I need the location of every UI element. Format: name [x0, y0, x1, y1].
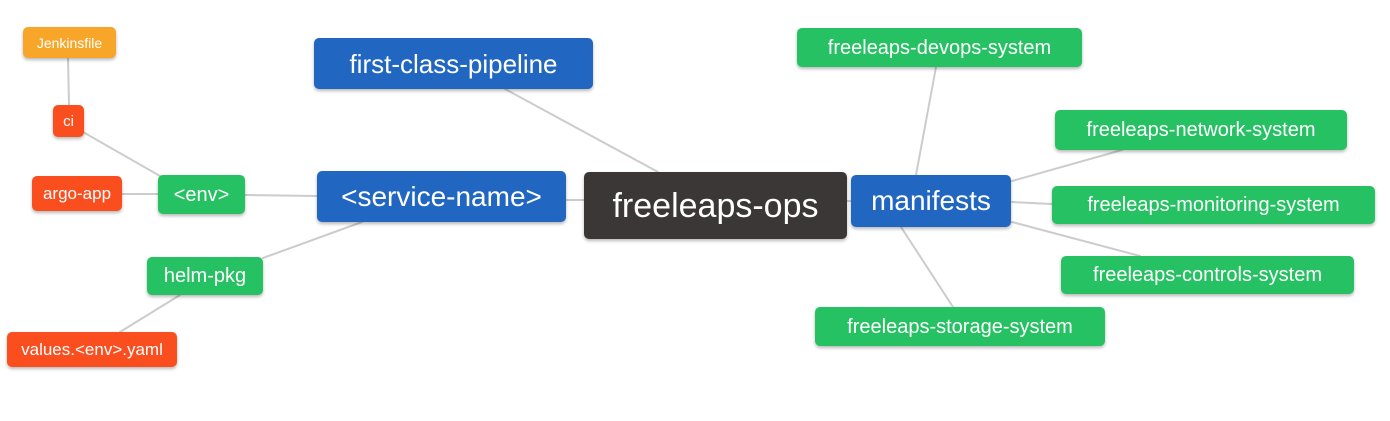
edge-manifests-to-freeleaps-network-system	[1011, 149, 1123, 182]
edge-env-to-service-name	[244, 194, 318, 197]
node-first-class-pipeline[interactable]: first-class-pipeline	[314, 38, 593, 89]
node-env[interactable]: <env>	[158, 175, 245, 214]
edge-freeleaps-devops-system-to-manifests	[915, 66, 937, 176]
node-freeleaps-controls-system[interactable]: freeleaps-controls-system	[1061, 256, 1354, 294]
edge-manifests-to-freeleaps-controls-system	[1011, 221, 1141, 257]
edge-values-env-yaml-to-helm-pkg	[119, 294, 181, 333]
node-jenkinsfile[interactable]: Jenkinsfile	[23, 27, 116, 58]
node-freeleaps-devops-system[interactable]: freeleaps-devops-system	[797, 28, 1082, 67]
node-freeleaps-storage-system[interactable]: freeleaps-storage-system	[815, 307, 1105, 346]
node-freeleaps-monitoring-system[interactable]: freeleaps-monitoring-system	[1052, 186, 1375, 224]
node-freeleaps-network-system[interactable]: freeleaps-network-system	[1055, 110, 1347, 150]
node-service-name[interactable]: <service-name>	[317, 171, 566, 222]
node-ci[interactable]: ci	[53, 105, 84, 137]
node-values-env-yaml[interactable]: values.<env>.yaml	[7, 332, 177, 367]
edge-ci-to-env	[82, 131, 161, 177]
edge-manifests-to-freeleaps-monitoring-system	[1011, 201, 1053, 205]
edge-jenkinsfile-to-ci	[67, 57, 70, 106]
node-manifests[interactable]: manifests	[851, 175, 1011, 227]
edge-first-class-pipeline-to-freeleaps-ops	[504, 88, 659, 173]
node-helm-pkg[interactable]: helm-pkg	[147, 257, 263, 295]
edge-helm-pkg-to-service-name	[262, 221, 363, 259]
edge-manifests-to-freeleaps-storage-system	[900, 226, 954, 308]
node-freeleaps-ops[interactable]: freeleaps-ops	[584, 172, 847, 239]
node-argo-app[interactable]: argo-app	[32, 176, 122, 211]
